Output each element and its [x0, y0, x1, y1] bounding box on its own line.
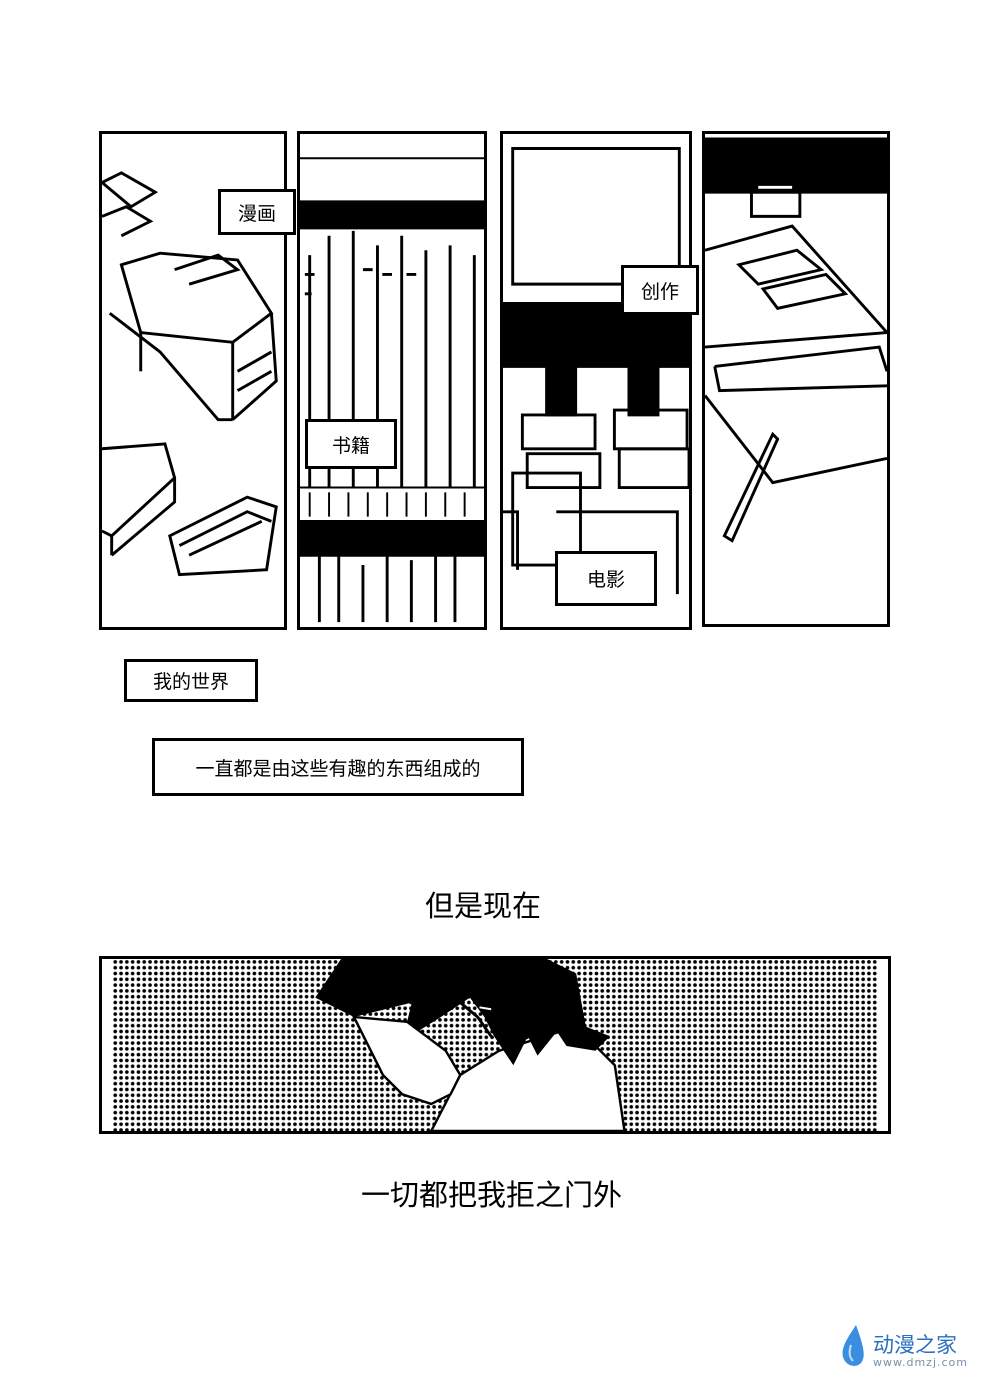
- panel-books: [297, 131, 487, 630]
- narration-shut-out: 一切都把我拒之门外: [361, 1178, 623, 1212]
- narration-but-now: 但是现在: [425, 889, 542, 923]
- panel-character: [99, 956, 891, 1134]
- desk-drawing: [705, 137, 887, 543]
- caption-manga: 漫画: [218, 189, 296, 235]
- caption-always: 一直都是由这些有趣的东西组成的: [152, 738, 524, 796]
- caption-creation: 创作: [621, 265, 699, 315]
- caption-movies: 电影: [555, 551, 657, 606]
- caption-my-world: 我的世界: [124, 659, 258, 702]
- character-screentone-drawing: [112, 959, 878, 1131]
- water-drop-icon: [842, 1325, 864, 1366]
- watermark: 动漫之家 www.dmzj.com: [841, 1323, 968, 1369]
- panel-movies: [500, 131, 692, 630]
- caption-books: 书籍: [305, 419, 397, 469]
- manga-stack-drawing: [102, 171, 278, 577]
- watermark-url: www.dmzj.com: [873, 1356, 968, 1369]
- watermark-title: 动漫之家: [873, 1333, 957, 1357]
- bookshelf-drawing: [300, 157, 484, 623]
- panel-creation: [702, 131, 890, 627]
- cinema-drawing: [503, 147, 689, 595]
